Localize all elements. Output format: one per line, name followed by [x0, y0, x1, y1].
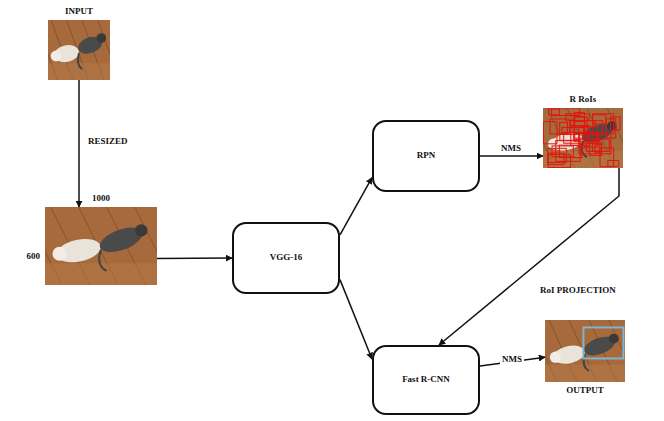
photo-illustration [45, 207, 157, 285]
connector-arrow [340, 178, 372, 235]
dimension-label: 600 [27, 252, 41, 262]
roi-box [560, 134, 580, 140]
box-label: VGG-16 [270, 253, 303, 263]
roi-box [592, 115, 605, 124]
dark-cat-head [97, 33, 107, 43]
roi-box [560, 122, 568, 133]
dark-cat-tail [78, 53, 82, 69]
roi-box [593, 114, 614, 134]
image-panel: 1000600 [45, 207, 157, 285]
dark-cat-head [607, 121, 617, 131]
roi-box [556, 141, 580, 162]
box-label: Fast R-CNN [402, 375, 450, 385]
edge-label: RESIZED [86, 137, 130, 147]
dark-cat-head [135, 224, 147, 236]
roi-box [549, 109, 560, 115]
image-heading: 1000 [92, 194, 110, 204]
box-label: RPN [417, 151, 436, 161]
image-panel: OUTPUT [545, 320, 625, 382]
connector-arrow [340, 280, 372, 359]
edge-label: NMS [500, 355, 524, 365]
photo-illustration [543, 108, 623, 168]
roi-box [566, 114, 589, 121]
roi-box [590, 143, 602, 155]
roi-box [595, 144, 602, 152]
image-panel: INPUT [48, 20, 110, 80]
connector-arrow [78, 80, 80, 207]
dark-cat-tail [99, 250, 106, 271]
detection-box [583, 327, 623, 358]
roi-box [562, 128, 584, 133]
image-heading: INPUT [65, 7, 93, 17]
connector-arrow [157, 257, 232, 259]
roi-box [543, 122, 556, 144]
image-heading: R RoIs [570, 95, 597, 105]
edge-label: NMS [499, 144, 523, 154]
photo-illustration [48, 20, 110, 80]
image-heading: OUTPUT [566, 386, 604, 396]
white-cat-head [550, 352, 561, 363]
edge-label: RoI PROJECTION [538, 286, 618, 296]
process-box: VGG-16 [232, 222, 340, 294]
wood-floor [543, 108, 623, 168]
process-box: Fast R-CNN [372, 345, 480, 415]
dark-cat-head [609, 334, 619, 344]
image-panel: R RoIs [543, 108, 623, 168]
connector-arrow [480, 155, 543, 157]
dark-cat-tail [584, 354, 589, 371]
white-cat-head [51, 51, 62, 62]
white-cat-head [53, 247, 67, 261]
process-box: RPN [372, 120, 480, 192]
connector-arrow [439, 168, 619, 345]
roi-box [606, 119, 616, 138]
photo-illustration [545, 320, 625, 382]
